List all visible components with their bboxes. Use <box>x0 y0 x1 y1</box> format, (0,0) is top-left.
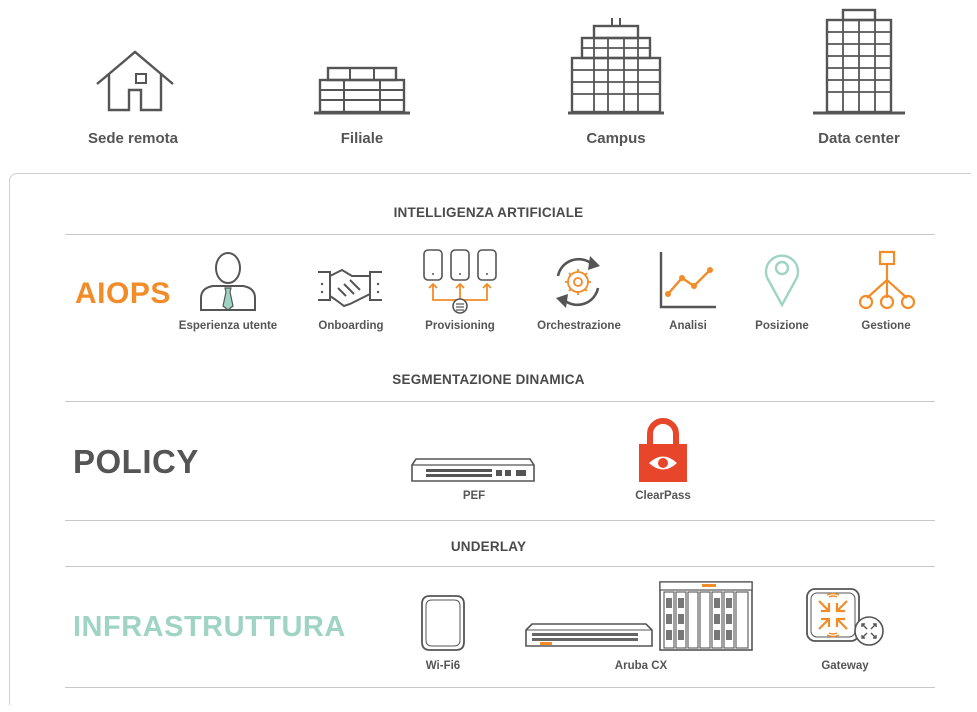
access-point-icon <box>421 595 465 651</box>
policy-item-label: PEF <box>462 490 486 502</box>
branch-building-icon <box>314 66 410 115</box>
aiops-item-label: Provisioning <box>425 320 495 332</box>
switch-chassis-icon <box>525 581 753 651</box>
aiops-item-label: Esperienza utente <box>178 320 278 332</box>
clearpass-lock-icon <box>639 418 687 482</box>
management-tree-icon <box>858 250 916 310</box>
site-datacenter: Data center <box>759 8 959 150</box>
datacenter-building-icon <box>813 8 905 115</box>
aiops-item-label: Posizione <box>755 320 809 332</box>
divider <box>65 520 935 521</box>
switch-device-icon <box>411 458 535 482</box>
divider <box>65 566 935 567</box>
handshake-icon <box>318 268 382 308</box>
house-icon <box>96 50 174 112</box>
infra-item-label: Wi-Fi6 <box>425 660 461 672</box>
layer-label-infra: INFRASTRUTTURA <box>73 611 346 643</box>
site-remote: Sede remota <box>33 40 233 150</box>
site-label: Campus <box>586 130 646 147</box>
aiops-item-label: Gestione <box>861 320 911 332</box>
site-campus: Campus <box>516 18 716 150</box>
site-branch: Filiale <box>262 40 462 150</box>
campus-building-icon <box>568 18 664 115</box>
section-title-seg: SEGMENTAZIONE DINAMICA <box>392 372 585 387</box>
aiops-item-label: Analisi <box>669 320 707 332</box>
infra-item-label: Aruba CX <box>614 660 668 672</box>
section-title-ai: INTELLIGENZA ARTIFICIALE <box>393 205 584 220</box>
divider <box>65 687 935 688</box>
provisioning-icon <box>423 249 497 314</box>
site-label: Sede remota <box>87 130 179 147</box>
infra-item-label: Gateway <box>821 660 869 672</box>
divider <box>65 401 935 402</box>
aiops-item-label: Orchestrazione <box>537 320 621 332</box>
section-title-underlay: UNDERLAY <box>450 539 527 554</box>
orchestration-icon <box>556 256 600 308</box>
user-icon <box>200 252 256 311</box>
architecture-panel <box>9 173 971 705</box>
aiops-item-label: Onboarding <box>318 320 384 332</box>
divider <box>65 234 935 235</box>
layer-label-aiops: AIOPS <box>75 277 171 310</box>
location-pin-icon <box>764 254 800 308</box>
analytics-chart-icon <box>659 252 716 309</box>
gateway-icon <box>806 588 884 646</box>
site-label: Data center <box>818 130 900 147</box>
policy-item-label: ClearPass <box>635 490 691 502</box>
layer-label-policy: POLICY <box>73 443 199 480</box>
site-label: Filiale <box>340 130 384 147</box>
